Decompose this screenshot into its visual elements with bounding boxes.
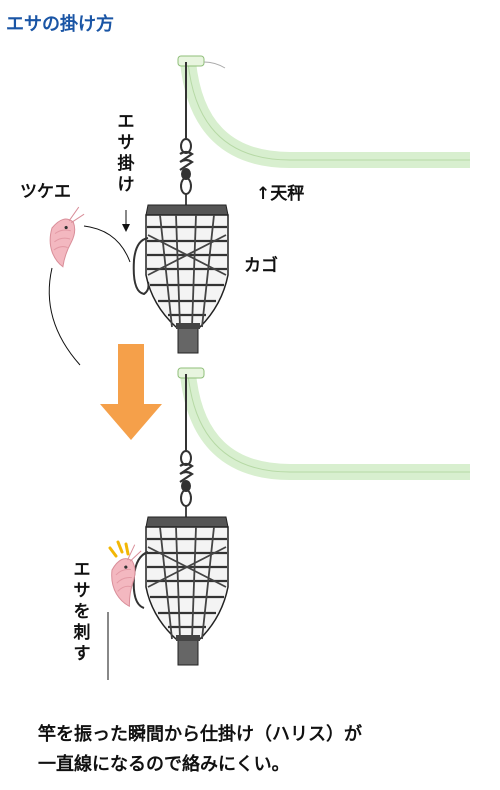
- caption-line-1: 竿を振った瞬間から仕掛け（ハリス）が: [38, 724, 362, 745]
- shrimp-top: [44, 205, 93, 269]
- cage-top: [144, 203, 230, 355]
- label-esa-sasu: エサを刺す: [73, 560, 91, 664]
- hook-pointer-arrow: [122, 210, 130, 232]
- cage-bottom: [144, 515, 230, 667]
- page-title: エサの掛け方: [6, 14, 114, 35]
- caption: 竿を振った瞬間から仕掛け（ハリス）が 一直線になるので絡みにくい。: [38, 720, 478, 780]
- line-top: [48, 267, 81, 366]
- rod-arm-top: [177, 55, 470, 168]
- label-tenbin: ↑天秤: [256, 184, 305, 204]
- label-tsukee: ツケエ: [20, 182, 71, 202]
- caption-line-2: 一直線になるので絡みにくい。: [38, 754, 290, 775]
- hook-top: [132, 237, 150, 296]
- label-esakake: エサ掛け: [117, 112, 135, 195]
- transition-arrow: [100, 344, 162, 440]
- sparkle-icon: [108, 540, 130, 558]
- rod-arm-bottom: [177, 367, 470, 480]
- label-kago: カゴ: [244, 256, 278, 276]
- curved-pointer-arrow: [83, 225, 131, 263]
